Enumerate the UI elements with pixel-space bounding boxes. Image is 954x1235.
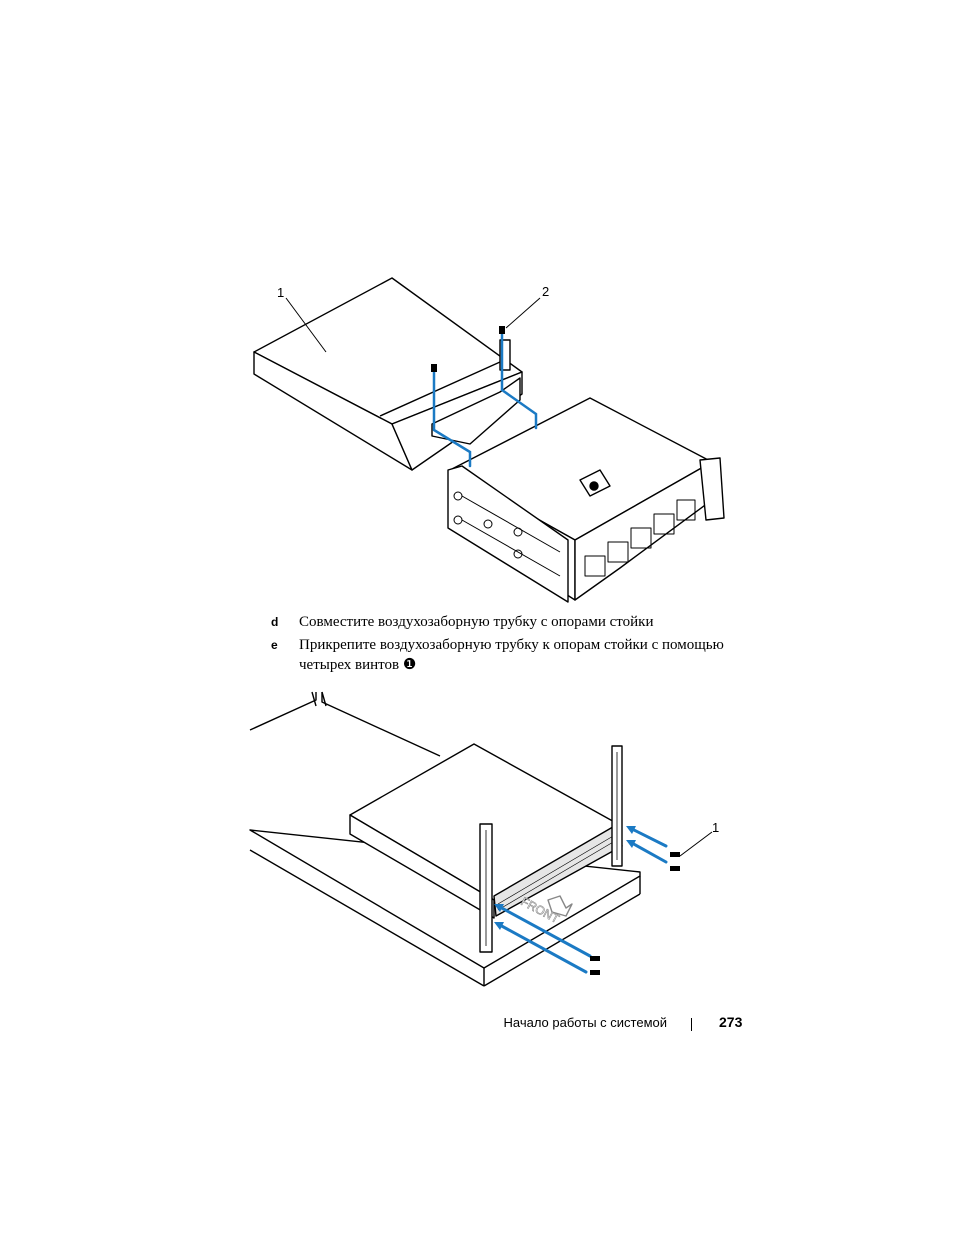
page-number: 273 [719, 1014, 743, 1030]
front-rack-bracket [447, 465, 569, 603]
screw [670, 852, 680, 857]
figure-rack-mounting: FRONT 1 [249, 691, 719, 987]
footer-divider [691, 1018, 692, 1031]
callout-1: 1 [277, 285, 284, 300]
screw [590, 956, 600, 961]
callout-1: 1 [712, 820, 719, 835]
step-text: Совместите воздухозаборную трубку с опор… [299, 614, 654, 630]
step-label: e [271, 638, 278, 652]
step-text: Прикрепите воздухозаборную трубку к опор… [299, 637, 724, 673]
footer-section-title: Начало работы с системой [503, 1015, 667, 1030]
figure-air-duct-installation: 1 2 [253, 277, 725, 603]
callout-2: 2 [542, 284, 549, 299]
screw [590, 970, 600, 975]
step-label: d [271, 615, 279, 629]
screw [670, 866, 680, 871]
